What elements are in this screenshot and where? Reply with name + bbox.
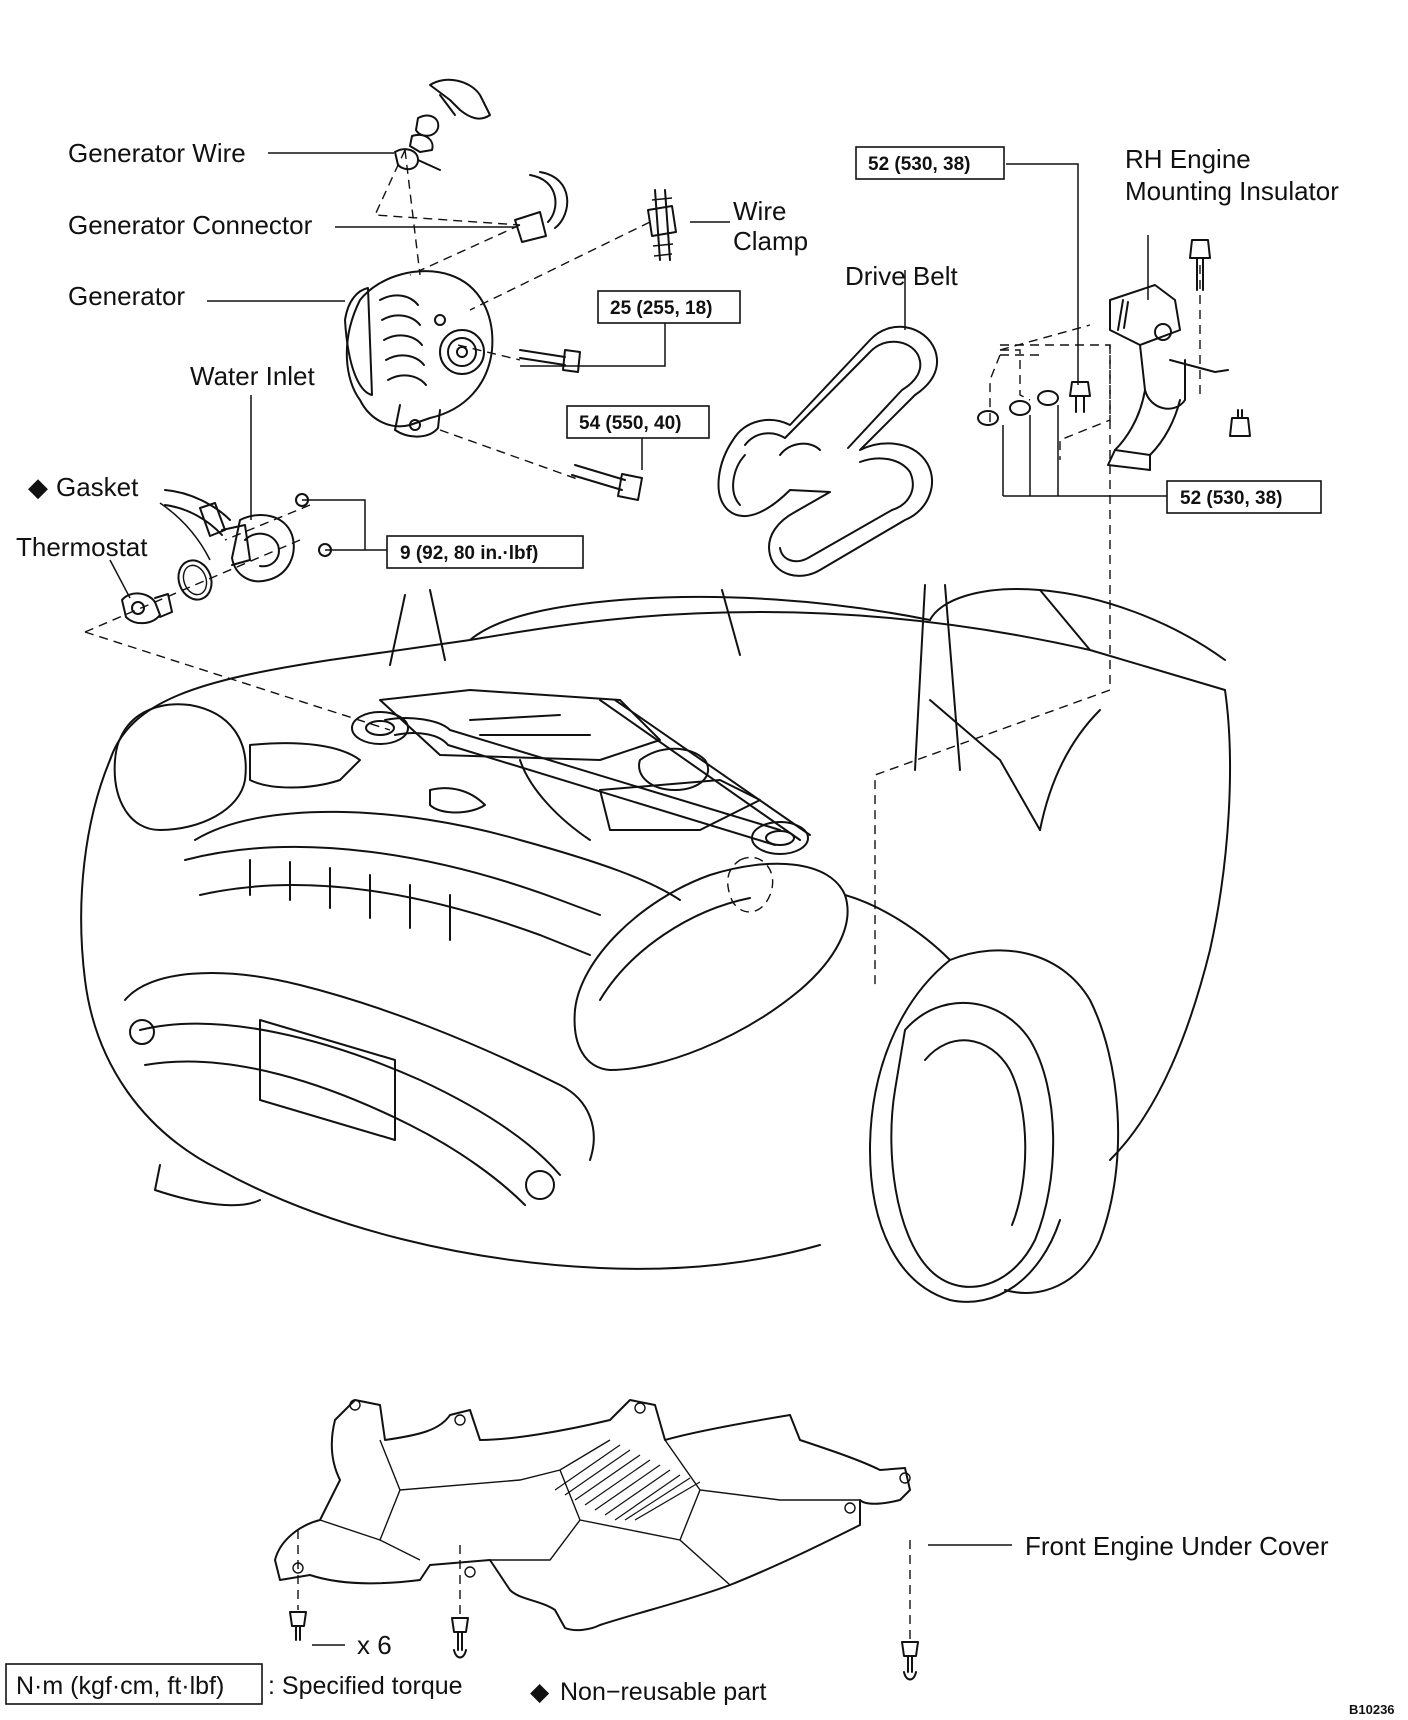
torque-generator-bolt-upper: 25 (255, 18) bbox=[610, 298, 712, 319]
rh-engine-mounting-insulator bbox=[1107, 284, 1229, 471]
torque-box-generator-lower: 54 (550, 40) bbox=[566, 405, 710, 439]
generator-connector bbox=[514, 171, 569, 243]
torque-generator-bolt-lower: 54 (550, 40) bbox=[579, 413, 681, 434]
mount-nuts bbox=[977, 390, 1059, 426]
label-rh-mount-line1: RH Engine bbox=[1125, 144, 1251, 174]
label-under-cover: Front Engine Under Cover bbox=[1025, 1531, 1329, 1561]
assembly-lines bbox=[84, 149, 1201, 1640]
figure-code: B10236 bbox=[1349, 1702, 1395, 1717]
label-bolt-count: x 6 bbox=[357, 1630, 392, 1660]
wire-clamp bbox=[647, 189, 677, 261]
torque-box-mount-lower: 52 (530, 38) bbox=[1166, 480, 1322, 514]
nonreusable-marker-gasket: ◆ bbox=[28, 472, 48, 502]
label-gasket: Gasket bbox=[56, 472, 139, 502]
generator-wire-terminal bbox=[394, 78, 491, 171]
thermostat bbox=[121, 592, 173, 625]
label-generator-wire: Generator Wire bbox=[68, 138, 246, 168]
generator bbox=[344, 270, 494, 438]
label-wire-clamp-line2: Clamp bbox=[733, 226, 808, 256]
torque-mount-lower: 52 (530, 38) bbox=[1180, 488, 1282, 509]
legend-nonreusable-symbol: ◆ bbox=[530, 1678, 550, 1706]
torque-box-generator-upper: 25 (255, 18) bbox=[597, 290, 741, 324]
part-labels: Generator Wire Generator Connector Gener… bbox=[16, 138, 1339, 1660]
torque-box-water-inlet: 9 (92, 80 in.·lbf) bbox=[386, 535, 584, 569]
generator-bolt-upper bbox=[519, 349, 581, 373]
torque-box-mount-top: 52 (530, 38) bbox=[855, 146, 1005, 180]
label-wire-clamp-line1: Wire bbox=[733, 196, 786, 226]
under-cover-hatching bbox=[554, 1444, 701, 1521]
legend-unit-text: : Specified torque bbox=[268, 1672, 463, 1700]
legend: N·m (kgf·cm, ft·lbf) : Specified torque … bbox=[5, 1663, 1395, 1717]
label-water-inlet: Water Inlet bbox=[190, 361, 316, 391]
leader-lines bbox=[109, 152, 1168, 1646]
legend-unit-box: N·m (kgf·cm, ft·lbf) bbox=[16, 1672, 224, 1700]
torque-specs: 25 (255, 18) 54 (550, 40) 9 (92, 80 in.·… bbox=[386, 146, 1322, 569]
gasket bbox=[177, 559, 213, 601]
torque-mount-top: 52 (530, 38) bbox=[868, 154, 970, 175]
under-cover-bolts bbox=[289, 1611, 919, 1681]
vehicle-body-outline bbox=[80, 584, 1231, 1303]
front-engine-under-cover bbox=[274, 1399, 911, 1632]
legend-nonreusable-text: Non−reusable part bbox=[560, 1678, 766, 1706]
mount-bolts bbox=[1069, 239, 1251, 437]
label-generator-connector: Generator Connector bbox=[68, 210, 313, 240]
label-generator: Generator bbox=[68, 281, 185, 311]
torque-water-inlet-nuts: 9 (92, 80 in.·lbf) bbox=[400, 543, 538, 564]
generator-bolt-lower bbox=[571, 464, 643, 501]
drive-belt bbox=[717, 325, 938, 577]
label-thermostat: Thermostat bbox=[16, 532, 148, 562]
label-rh-mount-line2: Mounting Insulator bbox=[1125, 176, 1339, 206]
water-inlet bbox=[164, 489, 332, 583]
label-drive-belt: Drive Belt bbox=[845, 261, 958, 291]
